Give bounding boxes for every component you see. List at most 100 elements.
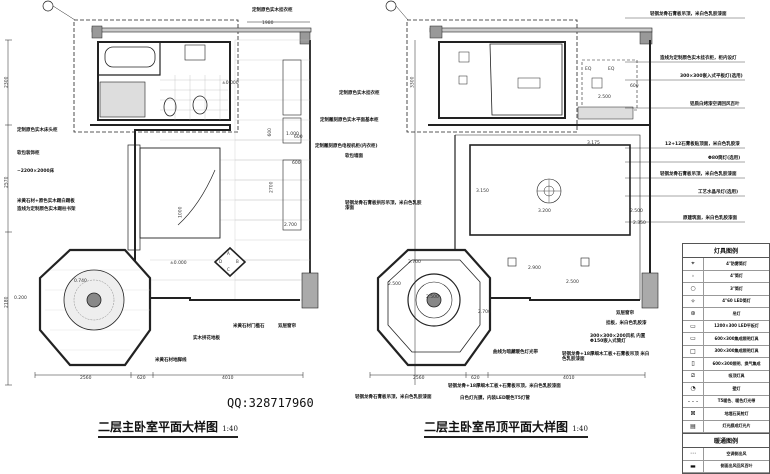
legend-label: 壁灯 <box>732 385 741 391</box>
legend-row: ⌖ 4"防雾筒灯 <box>683 258 769 271</box>
elevation: ±0.000 <box>170 261 187 266</box>
dim: EQ <box>585 67 592 72</box>
dim: 2700 <box>269 181 275 193</box>
dim: 1980 <box>262 21 274 26</box>
left-title-scale: 1:40 <box>222 425 238 433</box>
legend-label: 3"筒灯 <box>730 285 743 291</box>
label-soft-wall: 软包墙面 <box>345 154 363 159</box>
panel-600-icon: ▭ <box>683 333 704 345</box>
dim: 2180 <box>4 296 10 308</box>
elevation: 1.000 <box>286 132 299 137</box>
label-gypsum: 12+12石膏板贴顶面，米白色乳胶漆 <box>665 142 740 147</box>
right-ceiling-plan <box>369 0 745 385</box>
compass-c: C <box>227 267 230 272</box>
ac-outlet-icon: ⋯ <box>683 448 704 460</box>
legend-row: ⋯ 空调侧出风 <box>683 448 769 461</box>
led-strip-icon: - - - <box>683 395 704 407</box>
downlight-3-icon: ○ <box>683 283 704 295</box>
compass-a: A <box>227 251 230 256</box>
drawing-linework <box>5 0 745 386</box>
label-nightstand: 定制原色实木床头柜 <box>17 128 58 133</box>
legend-label: 1200×300 LED平板灯 <box>714 323 759 329</box>
elevation: 3.150 <box>476 189 489 194</box>
wall-lamp-icon: ◔ <box>683 383 704 395</box>
label-arched: 轻钢龙骨石膏板拱形吊顶，米白色乳胶漆面 <box>345 201 422 211</box>
right-title-text: 二层主卧室吊顶平面大样图 <box>424 420 569 434</box>
label-downlight: Φ80筒灯(选用) <box>708 156 741 161</box>
label-wardrobe-top: 定制原色实木挂衣柜 <box>252 8 293 13</box>
downlight-waterproof-icon: ⌖ <box>683 258 704 270</box>
label-curtain-r: 双层窗帘 <box>616 311 634 316</box>
legend-row: ▬侧面出风回风百叶 <box>683 460 769 473</box>
dim: 600 <box>294 135 303 140</box>
led-spot-icon: ✧ <box>683 295 704 307</box>
dim: 1000 <box>178 206 184 218</box>
legend-label: 地埋石英射灯 <box>724 410 749 416</box>
downlight-4-icon: ◦ <box>683 270 704 282</box>
legend-row: ⊠地埋石英射灯 <box>683 408 769 421</box>
label-ceiling-5: 轻钢龙骨+18厚细木工板+石膏板吊顶，米白色乳胶漆面 <box>448 384 561 389</box>
legend-row: ▭1200×300 LED平板灯 <box>683 320 769 333</box>
dim: 2560 <box>80 376 92 381</box>
legend-row: ◦4"筒灯 <box>683 270 769 283</box>
lighting-legend: 灯具图例 ⌖4"防雾筒灯◦4"筒灯○3"筒灯✧4"60 LED筒灯⊛吊灯▭120… <box>682 243 770 474</box>
label-chandelier: 工艺水晶吊灯(选用) <box>698 190 739 195</box>
elevation: 2.500 <box>598 95 611 100</box>
dim: 2300 <box>4 76 10 88</box>
legend-label: 吸顶灯具 <box>728 373 745 379</box>
legend-label: 吊灯 <box>732 310 741 316</box>
label-ceiling-4: 轻钢龙骨+18厚细木工板+石膏板吊顶 米白色乳胶漆面 <box>562 352 650 362</box>
label-ceiling-2: 造线为定制原色实木挂衣柜，柜内设灯 <box>660 56 737 61</box>
dim: 620 <box>471 376 480 381</box>
label-curtain: 双层窗帘 <box>278 324 296 329</box>
label-light-film: 白色灯光膜，内装LED暖色T5灯管 <box>460 396 530 401</box>
legend-row: ✧ 4"60 LED筒灯 <box>683 295 769 308</box>
dim: 600 <box>268 127 274 137</box>
elevation: 2.900 <box>528 266 541 271</box>
label-original: 原建筑面，米白色乳胶漆面 <box>683 216 737 221</box>
elevation: 2.700 <box>408 260 421 265</box>
elevation: 2.500 <box>388 282 401 287</box>
label-ceiling-3: 轻钢龙骨石膏板吊顶，米白色乳胶漆面 <box>660 172 737 177</box>
label-return-grille: 铝质白烤漆空调回风百叶 <box>690 102 740 107</box>
left-title-text: 二层主卧室平面大样图 <box>98 420 219 434</box>
compass-b: B <box>236 259 239 264</box>
dim: 620 <box>137 376 146 381</box>
label-ceiling-1: 轻钢龙骨石膏板吊顶，米白色乳胶漆面 <box>650 12 727 17</box>
legend-row: ⊛ 吊灯 <box>683 308 769 321</box>
label-wood-floor: 实木拼花地板 <box>193 336 220 341</box>
legend-row: ⧄吸顶灯具 <box>683 370 769 383</box>
dim: 3300 <box>410 76 416 88</box>
legend-label: 4"防雾筒灯 <box>726 260 747 266</box>
label-soft-wall: 软包装饰柜 <box>17 151 40 156</box>
chandelier-icon: ⊛ <box>683 308 704 320</box>
legend-label: 空调侧出风 <box>726 450 747 456</box>
label-hanging-board: 挂板，米白色乳胶漆 <box>606 321 647 326</box>
right-plan-title: 二层主卧室吊顶平面大样图 1:40 <box>424 418 588 438</box>
watermark-qq: QQ:328717960 <box>227 396 314 410</box>
dim: 4010 <box>222 376 234 381</box>
legend-label: 侧面出风回风百叶 <box>720 463 753 469</box>
dim: 4010 <box>563 376 575 381</box>
panel-300-icon: □ <box>683 345 704 357</box>
elevation: 0.200 <box>14 296 27 301</box>
label-panel-light: 300×300嵌入式平板灯(选用) <box>680 74 743 79</box>
label-wardrobe-right: 定制原色实木挂衣柜 <box>339 91 380 96</box>
panel-vent-icon: ▯ <box>683 358 704 370</box>
label-stone-skirting: 米黄石材+原色实木踢白踢板 <box>17 199 75 204</box>
dim: 600 <box>292 161 301 166</box>
legend-label: 4"60 LED筒灯 <box>722 298 751 304</box>
elevation: 2.700 <box>478 310 491 315</box>
elevation: 2.500 <box>426 295 439 300</box>
label-cabinet: 定制雕刻原色实木平面基本柜 <box>320 118 379 123</box>
left-plan-title: 二层主卧室平面大样图 1:40 <box>98 418 238 438</box>
label-led-strip: 曲线为暗藏暖色灯光带 <box>493 350 538 355</box>
elevation: 3.200 <box>538 209 551 214</box>
label-ceiling-6: 轻钢龙骨石膏板吊顶，米白色乳胶漆面 <box>355 395 432 400</box>
legend-row: ▯600×300照明、换气集成 <box>683 358 769 371</box>
legend-title: 灯具图例 <box>683 244 769 258</box>
elevation: ±0.000 <box>222 81 239 86</box>
legend-row: ▭600×300集成照明灯具 <box>683 333 769 346</box>
elevation: 0.740 <box>74 279 87 284</box>
light-film-icon: ▤ <box>683 420 704 432</box>
